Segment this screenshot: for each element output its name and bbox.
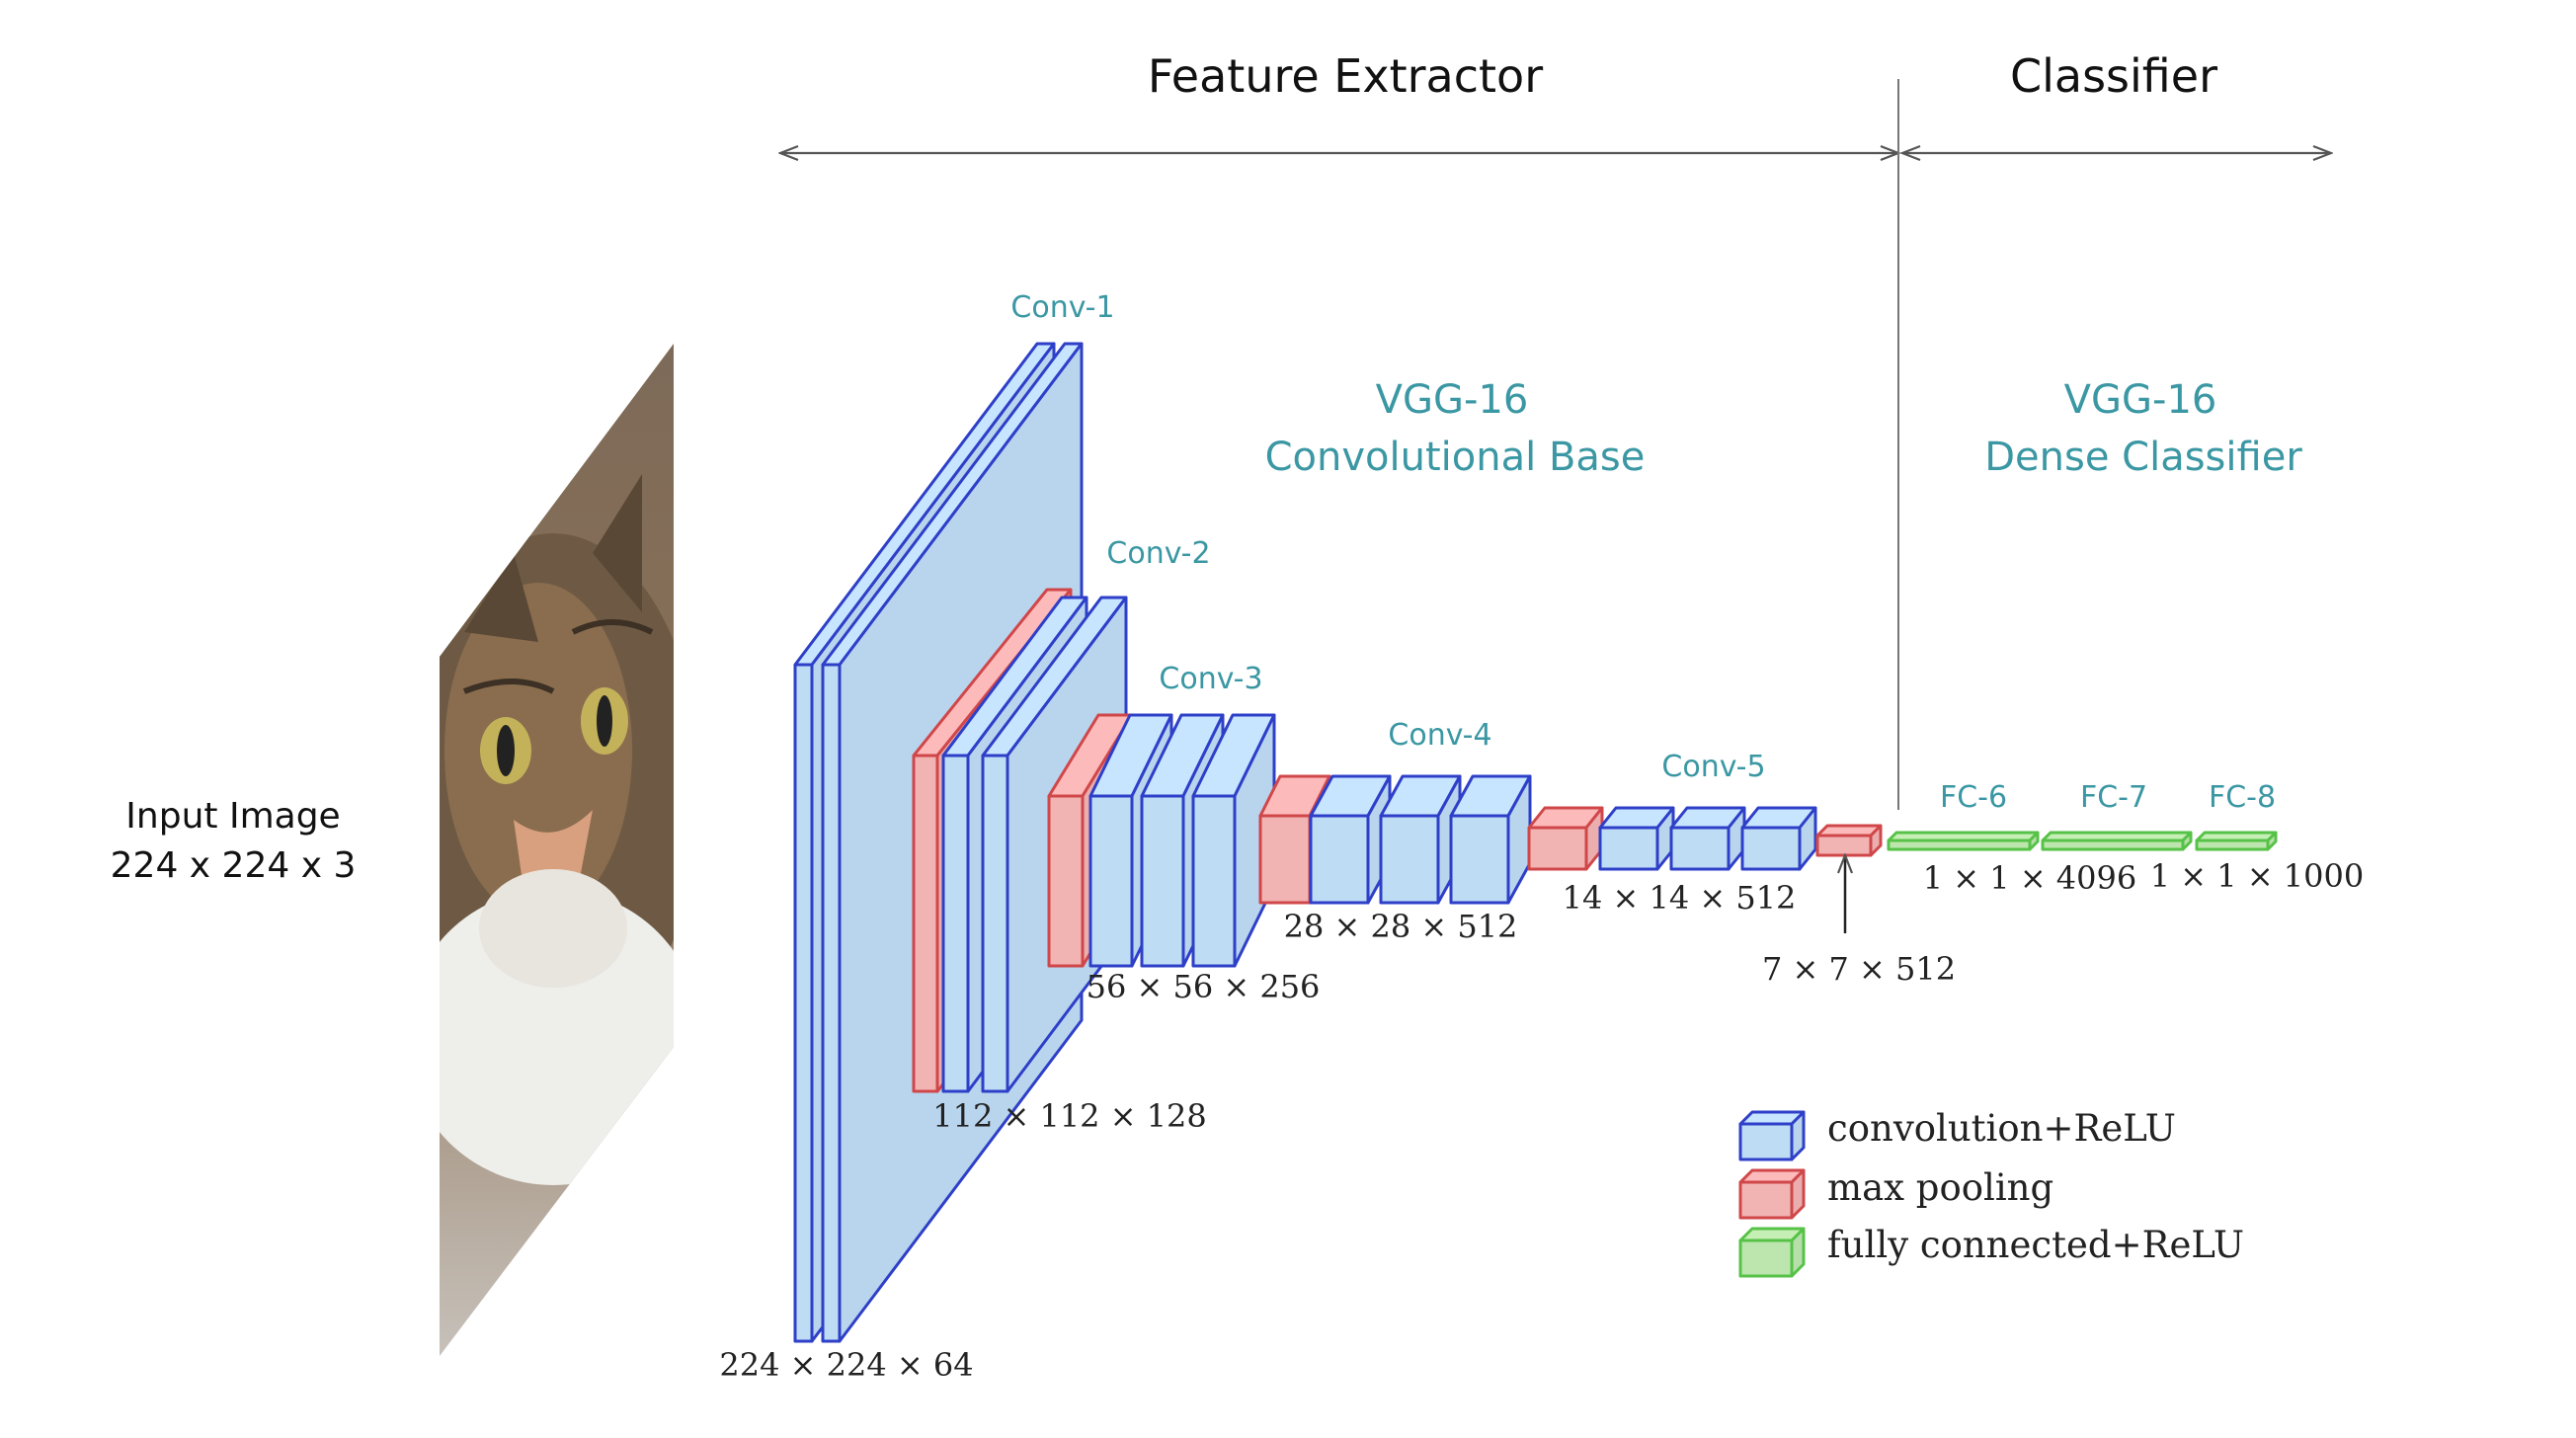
conv-base-title-line1: VGG-16 <box>1376 377 1529 423</box>
legend-pool-swatch <box>1738 1168 1806 1220</box>
classifier-title: Classifier <box>2010 49 2217 103</box>
dim-7x7x512: 7 × 7 × 512 <box>1762 950 1956 988</box>
dim-56x56x256: 56 × 56 × 256 <box>1087 968 1321 1005</box>
dim-112x112x128: 112 × 112 × 128 <box>932 1097 1207 1135</box>
fc8-layer <box>2195 831 2278 851</box>
conv2-label: Conv-2 <box>1106 536 1210 571</box>
conv4-layer-2 <box>1379 774 1462 905</box>
dim-224x224x64: 224 × 224 × 64 <box>719 1346 973 1384</box>
dim-28x28x512: 28 × 28 × 512 <box>1284 908 1518 945</box>
legend-pool-label: max pooling <box>1827 1166 2053 1209</box>
conv4-layer-1 <box>1309 774 1392 905</box>
conv3-label: Conv-3 <box>1159 662 1262 696</box>
dense-title-line2: Dense Classifier <box>1984 435 2302 480</box>
pool5-layer <box>1815 824 1883 857</box>
fc6-layer <box>1887 831 2040 851</box>
conv5-label: Conv-5 <box>1661 750 1765 784</box>
dim-1x1x4096: 1 × 1 × 4096 <box>1923 859 2136 897</box>
conv5-layer-1 <box>1598 806 1675 871</box>
fc8-label: FC-8 <box>2209 780 2276 815</box>
conv-base-title-line2: Convolutional Base <box>1265 435 1646 480</box>
legend: convolution+ReLU max pooling fully conne… <box>1738 1107 2244 1278</box>
conv3-layer-3 <box>1191 713 1276 968</box>
dim-14x14x512: 14 × 14 × 512 <box>1563 879 1797 917</box>
legend-conv-swatch <box>1738 1110 1806 1161</box>
legend-fc-label: fully connected+ReLU <box>1827 1224 2244 1266</box>
dim-1x1x1000: 1 × 1 × 1000 <box>2150 857 2364 895</box>
dense-title-line1: VGG-16 <box>2064 377 2217 423</box>
pool4-layer <box>1527 806 1604 871</box>
input-image-label: Input Image <box>125 796 340 837</box>
feature-extractor-title: Feature Extractor <box>1148 49 1543 103</box>
fc7-label: FC-7 <box>2080 780 2147 815</box>
input-image-size: 224 x 224 x 3 <box>111 845 357 886</box>
input-cat-image <box>440 344 674 1356</box>
conv5-layer-2 <box>1669 806 1746 871</box>
conv1-label: Conv-1 <box>1010 290 1114 325</box>
fc7-layer <box>2041 831 2193 851</box>
fc6-label: FC-6 <box>1940 780 2007 815</box>
legend-fc-swatch <box>1738 1227 1806 1278</box>
conv5-layer-3 <box>1740 806 1817 871</box>
conv4-label: Conv-4 <box>1388 718 1491 753</box>
conv4-layer-3 <box>1449 774 1532 905</box>
legend-conv-label: convolution+ReLU <box>1827 1107 2176 1150</box>
